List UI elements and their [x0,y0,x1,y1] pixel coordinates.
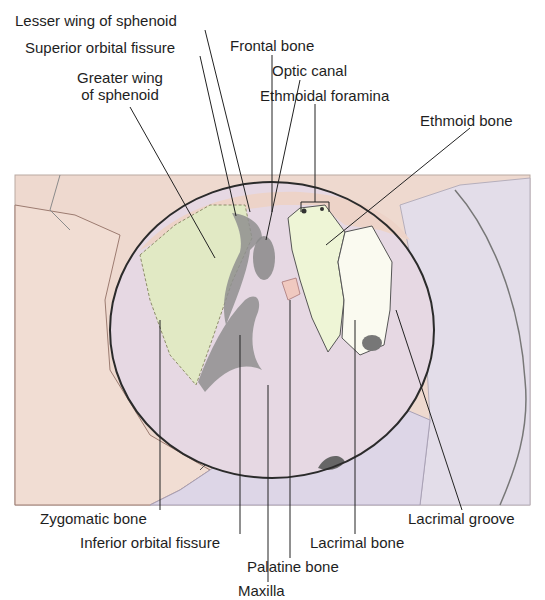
part-label: Optic canal [272,62,347,79]
leader-line [240,335,241,534]
palatine-region [282,278,300,300]
leader-line [266,80,300,240]
lacrimal-groove-shape [362,335,382,351]
frontal-region [15,175,530,505]
part-label: Inferior orbital fissure [80,534,220,551]
leader-lines [130,30,470,582]
part-label: Palatine bone [247,558,339,575]
lacrimal-region [338,226,392,355]
nasal-edge [455,190,526,505]
leader-line [396,310,462,510]
part-label: Superior orbital fissure [25,39,175,56]
foramen-dot [302,209,307,214]
leader-line [290,300,291,558]
leader-line [200,56,236,216]
leader-line [160,320,161,510]
leader-line [205,30,250,212]
part-label: Lesser wing of sphenoid [15,12,177,29]
part-label: Maxilla [238,582,285,599]
foramen-dot [320,207,324,211]
part-label: Frontal bone [230,37,314,54]
optic-canal-shape [253,236,275,280]
leader-line [268,385,269,582]
part-label: Ethmoidal foramina [260,87,389,104]
part-label: Ethmoid bone [420,112,513,129]
part-label: Lacrimal bone [310,534,404,551]
part-label: Zygomatic bone [40,510,147,527]
leader-line [315,104,316,202]
leader-line [130,107,215,258]
ethmoid-region [288,205,345,352]
leader-line [355,320,356,534]
bracket [301,202,329,212]
suture-line [50,175,70,230]
leader-line [326,128,470,245]
part-label: Lacrimal groove [408,510,515,527]
orbit-cavity [110,182,434,478]
part-label: Greater wing of sphenoid [70,69,170,103]
orbital-rim [110,182,434,478]
inferior-fissure-shape [198,296,262,392]
